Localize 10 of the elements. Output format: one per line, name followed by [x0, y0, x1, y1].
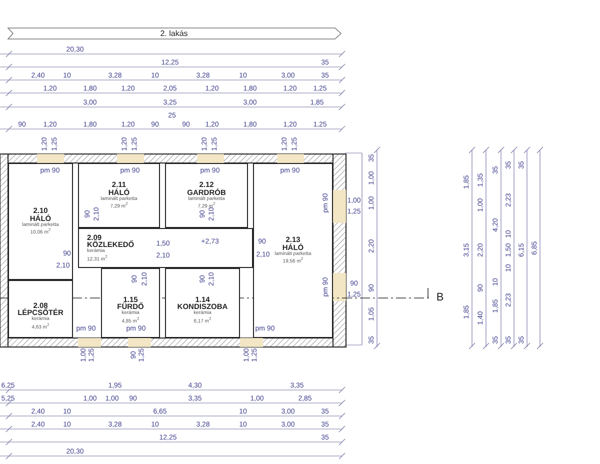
section-title: 2. lakás [160, 30, 188, 38]
room [78, 163, 160, 228]
room [78, 228, 253, 268]
section-mark: B [436, 292, 444, 304]
room [8, 163, 73, 280]
room [253, 163, 333, 338]
room [8, 280, 73, 338]
room [101, 268, 160, 338]
room [165, 268, 240, 338]
room [165, 163, 248, 228]
